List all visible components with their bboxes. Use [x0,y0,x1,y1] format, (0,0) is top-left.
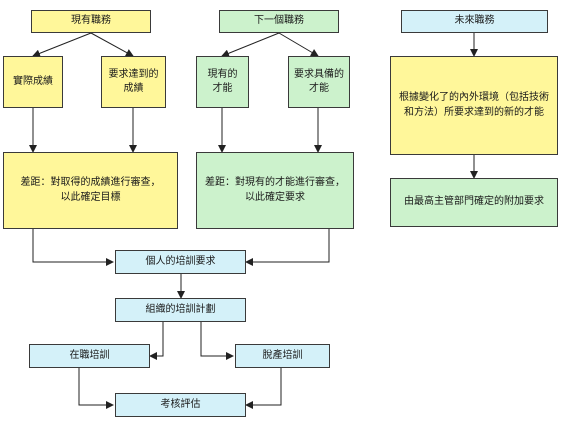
existing-abilities-label: 現有的 才能 [207,68,238,95]
current-job-title: 現有職務 [71,15,111,27]
arrow-plan-to-onjob [149,322,164,360]
on-the-job-label: 在職培訓 [69,349,110,361]
arrow-gap1-to-needs [32,229,114,266]
results-gap-box: 差距：對取得的成績進行審查， 以此確定目標 [3,152,178,229]
arrow-next-to-existing [221,32,280,58]
evaluation-box: 考核評估 [115,393,246,417]
existing-abilities-box: 現有的 才能 [196,56,249,108]
new-abilities-label: 根據變化了的內外環境（包括技術 和方法）所要求達到的新的才能 [399,92,549,118]
results-gap-label: 差距：對取得的成績進行審查， 以此確定目標 [20,177,161,203]
on-the-job-box: 在職培訓 [29,344,150,368]
arrow-current-to-required [90,32,134,57]
current-job-box: 現有職務 [31,10,151,33]
next-job-box: 下一個職務 [219,10,339,33]
arrow-current-to-actual [32,32,92,58]
required-results-box: 要求達到的 成績 [101,56,166,108]
additional-requirements-box: 由最高主管部門確定的附加要求 [390,178,558,227]
required-results-label: 要求達到的 成績 [108,68,159,95]
future-job-title: 未來職務 [454,15,495,27]
evaluation-label: 考核評估 [160,398,201,410]
arrow-gap2-to-needs [245,229,330,266]
required-abilities-box: 要求具備的 才能 [288,56,350,108]
new-abilities-box: 根據變化了的內外環境（包括技術 和方法）所要求達到的新的才能 [390,56,558,155]
additional-requirements-label: 由最高主管部門確定的附加要求 [404,196,544,208]
actual-results-box: 實際成績 [3,56,63,108]
actual-results-label: 實際成績 [13,75,53,87]
org-plan-label: 組織的培訓計劃 [145,303,216,315]
future-job-box: 未來職務 [401,10,548,33]
required-abilities-label: 要求具備的 才能 [294,68,344,95]
abilities-gap-box: 差距：對現有的才能進行審查， 以此確定要求 [196,152,354,229]
individual-needs-label: 個人的培訓要求 [145,255,216,267]
arrow-onjob-to-eval [78,368,114,409]
off-the-job-label: 脫產培訓 [262,349,303,361]
abilities-gap-label: 差距：對現有的才能進行審查， 以此確定要求 [205,177,345,203]
arrow-offjob-to-eval [245,368,282,409]
org-plan-box: 組織的培訓計劃 [115,298,246,322]
individual-needs-box: 個人的培訓要求 [115,250,246,274]
off-the-job-box: 脫產培訓 [235,344,330,368]
next-job-title: 下一個職務 [254,15,304,27]
arrow-plan-to-offjob [200,322,234,360]
arrow-next-to-required [278,32,319,57]
